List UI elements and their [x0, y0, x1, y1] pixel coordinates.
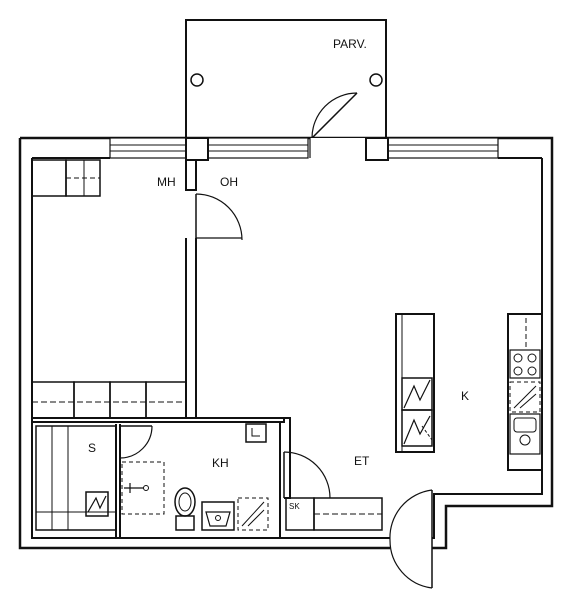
label-living: OH — [220, 175, 238, 189]
room-labels: PARV. MH OH K ET KH S SK — [88, 37, 469, 511]
sauna-heater — [85, 491, 109, 517]
bathroom-door — [283, 451, 331, 499]
stove — [509, 349, 541, 379]
balcony-door — [311, 92, 358, 139]
label-bathroom: KH — [212, 456, 229, 470]
outer-walls — [18, 136, 554, 550]
windows — [109, 137, 499, 161]
label-bedroom: MH — [157, 175, 176, 189]
balcony-post-left — [190, 73, 204, 87]
label-entrance: ET — [354, 454, 370, 468]
label-storage-cabinet: SK — [289, 502, 300, 511]
interior-walls — [32, 160, 291, 538]
bedroom-door — [195, 193, 243, 241]
sauna-door — [119, 425, 153, 459]
washing-machine — [237, 497, 269, 531]
dishwasher — [509, 381, 541, 413]
bathroom-cabinet — [245, 423, 267, 443]
sink — [201, 501, 235, 531]
label-balcony: PARV. — [333, 37, 367, 51]
label-sauna: S — [88, 441, 96, 455]
doors — [119, 193, 433, 589]
bathroom-fixtures — [121, 423, 269, 531]
kitchen-counter — [507, 313, 543, 471]
label-kitchen: K — [461, 389, 469, 403]
balcony — [185, 19, 387, 139]
island-appliance-lower — [401, 409, 433, 447]
toilet — [174, 487, 196, 531]
kitchen-island — [395, 313, 435, 453]
balcony-post-right — [369, 73, 383, 87]
entrance-door — [389, 489, 433, 589]
entrance-storage — [285, 497, 383, 531]
sauna-bench — [36, 426, 116, 530]
kitchen-sink — [509, 413, 541, 455]
bedroom-wardrobes — [31, 159, 187, 419]
shower-area — [121, 461, 165, 515]
